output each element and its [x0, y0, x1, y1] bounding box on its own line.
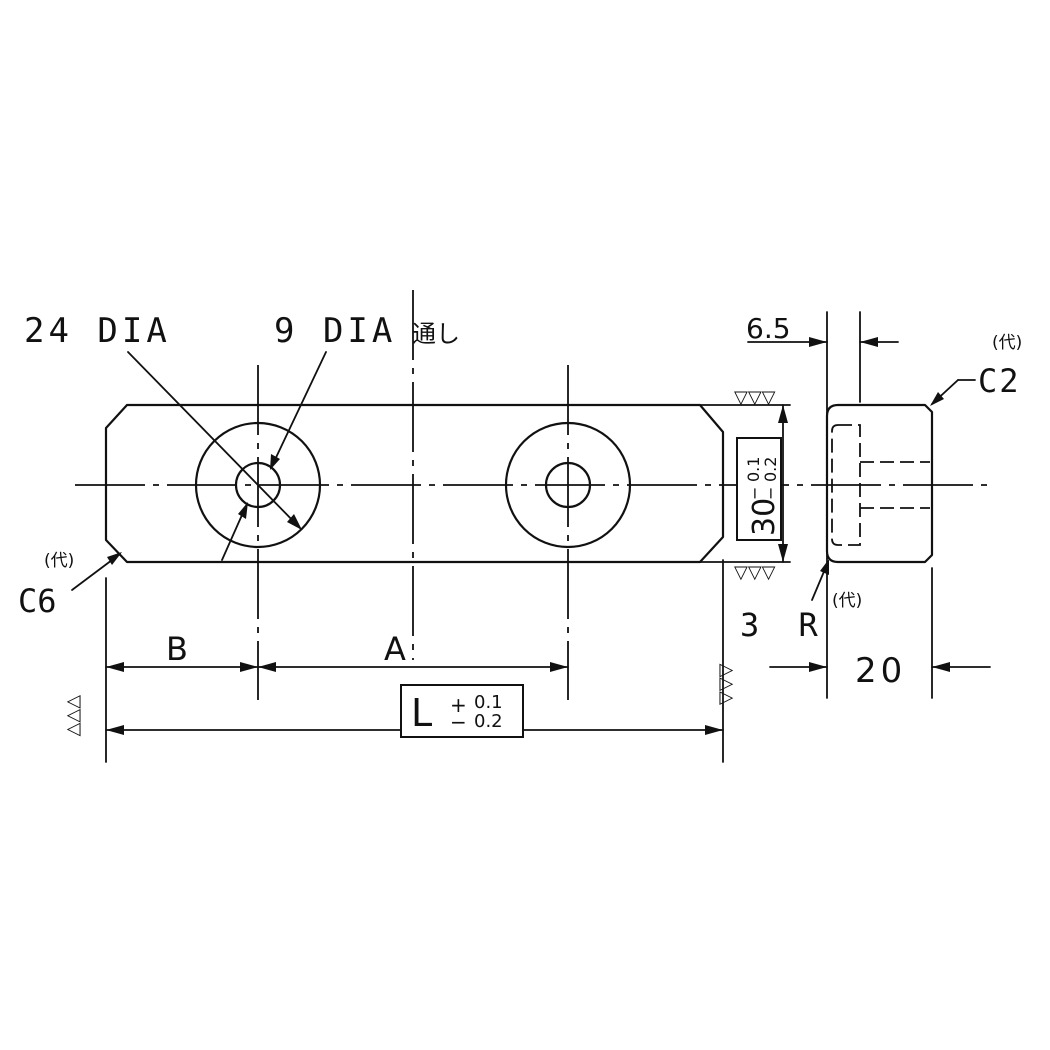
chamfer-left-arrow: [107, 552, 122, 565]
radius-label: 3 R: [740, 606, 828, 644]
finish-symbol-right: ▽▽▽: [715, 663, 736, 705]
small-hole-arrow-upper: [270, 454, 280, 470]
dim-l-box: [400, 684, 524, 738]
chamfer-left-label: C6: [18, 582, 57, 620]
side-view-outline: [825, 403, 934, 564]
finish-symbol-top: ▽▽▽: [734, 387, 776, 408]
dim-l-tol-upper: 0.1: [474, 692, 503, 713]
dim-20-label: 20: [855, 651, 906, 691]
radius-arrow: [820, 559, 829, 575]
large-hole-leader: [127, 351, 301, 529]
dim-b-label: B: [166, 630, 188, 668]
chamfer-right-arrow: [930, 392, 944, 406]
dim-l-arrow-left: [106, 725, 124, 735]
dim-a-arrow-left: [258, 662, 276, 672]
small-hole-leader: [271, 351, 327, 467]
dim-l-arrow-right: [705, 725, 723, 735]
dim-b-arrow-left: [106, 662, 124, 672]
dim-l-tol-upper-sign: +: [450, 693, 467, 717]
dim-b-arrow-right: [240, 662, 258, 672]
dim-height-tol-lower: 0.2: [761, 457, 780, 482]
dim-20-arrow-right: [932, 662, 950, 672]
dim-6-5-arrow-left: [809, 337, 827, 347]
counterbore-right: [504, 421, 632, 549]
dim-height-tol-sign-upper: −: [745, 487, 764, 500]
dim-height-label: 30: [747, 498, 782, 536]
dim-a-label: A: [384, 630, 406, 668]
dim-20-arrow-left: [809, 662, 827, 672]
dim-height-box: [736, 437, 782, 541]
through-hole-left: [234, 461, 282, 509]
radius-note: (代): [832, 591, 862, 611]
chamfer-right-note: (代): [992, 333, 1022, 353]
dim-6-5-arrow-right: [860, 337, 878, 347]
chamfer-right-label: C2: [978, 362, 1021, 400]
dim-height-arrow-bottom: [778, 544, 788, 562]
dim-height-arrow-top: [778, 405, 788, 423]
dim-6-5-label: 6.5: [746, 312, 791, 345]
through-note: 通し: [412, 320, 460, 348]
small-hole-label: 9 DIA: [274, 311, 396, 351]
chamfer-left-note: (代): [44, 551, 74, 571]
large-hole-label: 24 DIA: [24, 311, 171, 351]
dim-l-tol-lower: 0.2: [474, 711, 503, 732]
counterbore-left: [194, 421, 322, 549]
dim-height-tol-upper: 0.1: [744, 457, 763, 482]
finish-symbol-left: ▽▽▽: [64, 695, 85, 737]
finish-symbol-bottom: ▽▽▽: [734, 562, 776, 583]
through-hole-right: [544, 461, 592, 509]
dim-height-tol-sign-lower: −: [761, 487, 780, 500]
dim-a-arrow-right: [550, 662, 568, 672]
dim-l-label: L: [411, 691, 432, 735]
dim-l-tol-lower-sign: −: [450, 710, 467, 734]
small-hole-arrow-lower: [238, 502, 248, 519]
counterbore-hidden: [831, 424, 861, 546]
large-hole-arrow: [287, 514, 302, 530]
